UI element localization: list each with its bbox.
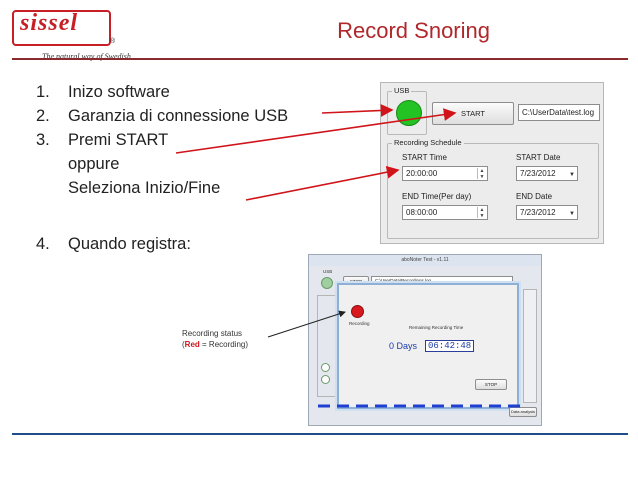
step-number: 1. [36,83,50,101]
step-number: 3. [36,131,50,149]
recording-schedule-label: Recording Schedule [392,138,464,147]
annotation-line-1: Recording status [182,329,243,338]
days-label: 0 Days [389,341,418,351]
start-time-spinner[interactable]: ▲▼ [477,168,486,180]
page-title: Record Snoring [337,18,490,43]
step-4: 4. Quando registra: [36,232,288,256]
scrollbar[interactable] [523,289,537,403]
recording-app-window: aboNoter Test - v1.11 USB STOP C:\UserDa… [308,254,542,426]
usb-status-led [321,277,333,289]
log-file-path-field[interactable]: C:\UserData\test.log [518,104,600,121]
step-1: 1. Inizo software [36,80,288,104]
recording-status-led [351,305,364,318]
end-time-value: 08:00:00 [406,208,438,217]
start-button[interactable]: START [432,102,514,125]
annotation-line-2: (Red = Recording) [182,339,248,350]
end-date-value: 7/23/2012 [520,208,556,217]
remaining-time-label: Remaining Recording Time [409,325,464,330]
logo-frame [12,10,111,46]
end-time-input[interactable]: 08:00:00 ▲▼ [402,205,488,220]
step-text: Inizo software [68,83,170,101]
logo-wordmark: sissel [20,10,79,36]
usb-label: USB [323,269,333,274]
logo-registered-mark: ® [110,38,116,45]
end-date-label: END Date [516,192,553,201]
remaining-time-display: 06:42:48 [425,340,475,352]
window-title: aboNoter Test - v1.11 [309,255,541,266]
side-group [317,295,337,397]
step-text: Premi START [68,131,169,149]
step-text: Quando registra: [68,235,191,253]
radio-option[interactable] [321,363,330,372]
recording-schedule-group: Recording Schedule START Time 20:00:00 ▲… [387,138,599,239]
annotation-red-word: Red [184,340,200,349]
stop-button[interactable]: STOP [475,379,507,390]
header-divider [12,58,628,60]
start-time-value: 20:00:00 [406,169,438,178]
start-date-value: 7/23/2012 [520,169,556,178]
recording-label: Recording [349,321,370,326]
start-date-picker[interactable]: 7/23/2012 ▼ [516,166,578,181]
start-time-label: START Time [402,153,447,162]
end-date-picker[interactable]: 7/23/2012 ▼ [516,205,578,220]
steps-list: 1. Inizo software 2. Garanzia di connessio… [36,80,288,256]
radio-option[interactable] [321,375,330,384]
step-3: 3. Premi START [36,128,288,152]
sissel-logo: sissel ® The natural way of Swedish [10,8,131,61]
chevron-down-icon[interactable]: ▼ [569,211,575,217]
start-date-label: START Date [516,153,561,162]
usb-group-label: USB [392,86,412,95]
usb-group: USB [387,86,427,135]
data-analysis-button[interactable]: Data analysis [509,407,537,417]
step-2: 2. Garanzia di connessione USB [36,104,288,128]
annotation-paren: ( [182,340,185,349]
step-3-continuation: Seleziona Inizio/Fine [68,179,221,197]
step-text: Garanzia di connessione USB [68,107,289,125]
recording-dialog: Recording Remaining Recording Time 0 Day… [337,283,519,409]
usb-status-led [396,100,422,126]
step-3-continuation: oppure [68,155,120,173]
logo-tagline: The natural way of Swedish [42,52,131,61]
recording-status-annotation: Recording status (Red = Recording) [182,328,248,350]
annotation-rest: = Recording) [199,340,249,349]
start-time-input[interactable]: 20:00:00 ▲▼ [402,166,488,181]
end-time-spinner[interactable]: ▲▼ [477,207,486,219]
end-time-label: END Time(Per day) [402,192,472,201]
step-number: 2. [36,107,50,125]
footer-divider [12,433,628,435]
chevron-down-icon[interactable]: ▼ [569,172,575,178]
usb-recording-panel: USB START C:\UserData\test.log Recording… [380,82,604,244]
step-number: 4. [36,235,50,253]
